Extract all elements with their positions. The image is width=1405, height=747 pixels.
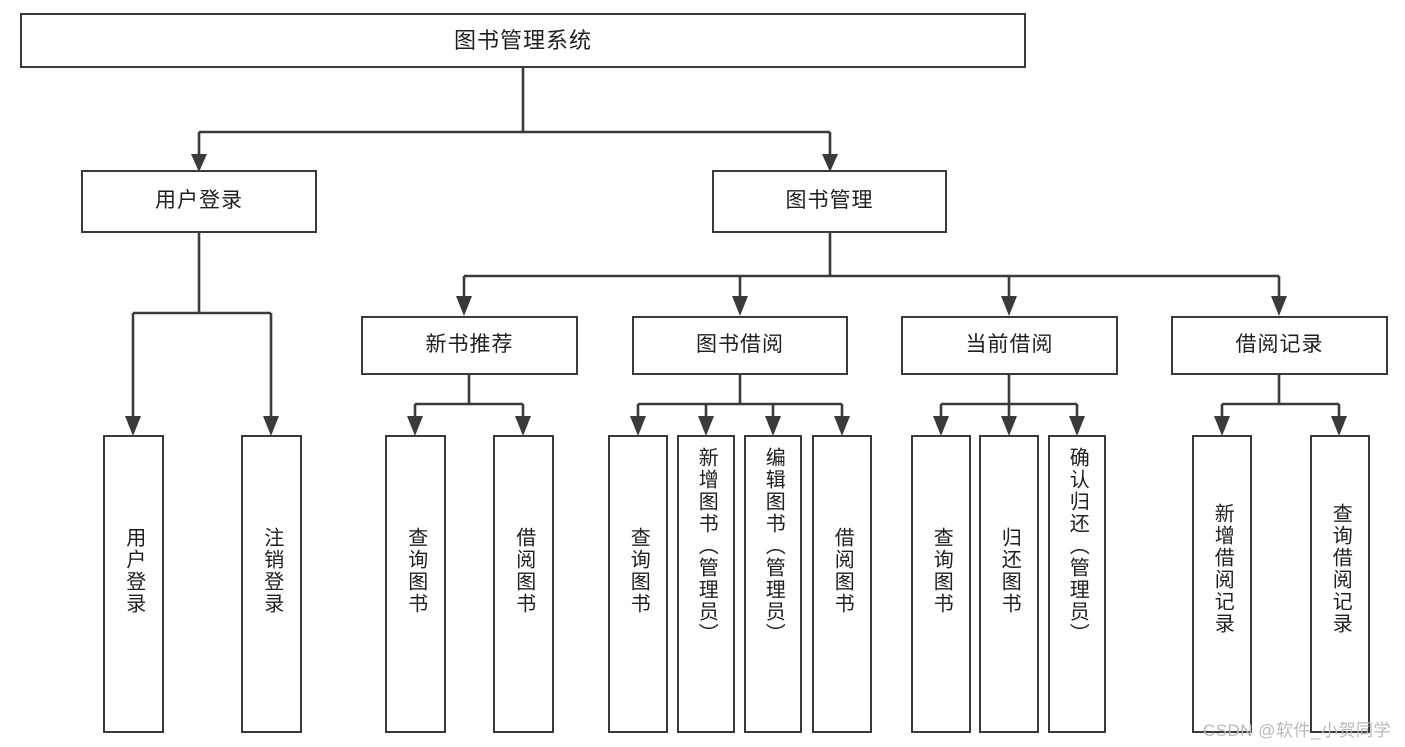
node-label: 查询借阅记录 [1329, 503, 1352, 635]
node-root-book-management-system[interactable]: 图书管理系统 [20, 13, 1026, 68]
node-label: 借阅图书 [512, 527, 535, 615]
node-label: 新增借阅记录 [1211, 503, 1234, 635]
leaf-borrow-record-query-record[interactable]: 查询借阅记录 [1310, 435, 1370, 733]
node-label: 注销登录 [260, 527, 283, 615]
leaf-current-borrow-query-book[interactable]: 查询图书 [911, 435, 971, 733]
node-label: 新增图书（管理员） [695, 447, 718, 645]
leaf-book-borrow-edit-book-admin[interactable]: 编辑图书（管理员） [744, 435, 802, 733]
node-label: 当前借阅 [965, 333, 1054, 357]
leaf-borrow-record-add-record[interactable]: 新增借阅记录 [1192, 435, 1252, 733]
node-label: 图书借阅 [696, 333, 784, 357]
node-user-login[interactable]: 用户登录 [81, 170, 317, 233]
leaf-current-borrow-confirm-return-admin[interactable]: 确认归还（管理员） [1048, 435, 1106, 733]
node-label: 查询图书 [930, 527, 953, 615]
node-current-borrow[interactable]: 当前借阅 [901, 316, 1118, 375]
node-label: 图书管理 [785, 189, 874, 213]
node-borrow-record[interactable]: 借阅记录 [1171, 316, 1388, 375]
node-label: 新书推荐 [425, 333, 514, 357]
node-book-management[interactable]: 图书管理 [712, 170, 947, 233]
node-label: 用户登录 [155, 189, 243, 213]
leaf-book-borrow-borrow-book[interactable]: 借阅图书 [812, 435, 872, 733]
leaf-book-borrow-add-book-admin[interactable]: 新增图书（管理员） [677, 435, 735, 733]
node-book-borrow[interactable]: 图书借阅 [632, 316, 848, 375]
node-label: 借阅图书 [831, 527, 854, 615]
leaf-new-book-query-book[interactable]: 查询图书 [385, 435, 446, 733]
node-label: 查询图书 [404, 527, 427, 615]
leaf-user-login-logout[interactable]: 注销登录 [241, 435, 302, 733]
leaf-book-borrow-query-book[interactable]: 查询图书 [608, 435, 668, 733]
node-label: 确认归还（管理员） [1066, 447, 1089, 645]
node-label: 借阅记录 [1235, 333, 1324, 357]
node-label: 编辑图书（管理员） [762, 447, 785, 645]
node-label: 查询图书 [627, 527, 650, 615]
csdn-watermark: CSDN @软件_小贺同学 [1202, 721, 1391, 740]
leaf-new-book-borrow-book[interactable]: 借阅图书 [493, 435, 554, 733]
leaf-user-login-login[interactable]: 用户登录 [103, 435, 164, 733]
node-label: 归还图书 [998, 527, 1021, 615]
leaf-current-borrow-return-book[interactable]: 归还图书 [979, 435, 1039, 733]
node-label: 用户登录 [122, 527, 145, 615]
node-label: 图书管理系统 [453, 27, 592, 53]
node-new-book-recommend[interactable]: 新书推荐 [361, 316, 578, 375]
